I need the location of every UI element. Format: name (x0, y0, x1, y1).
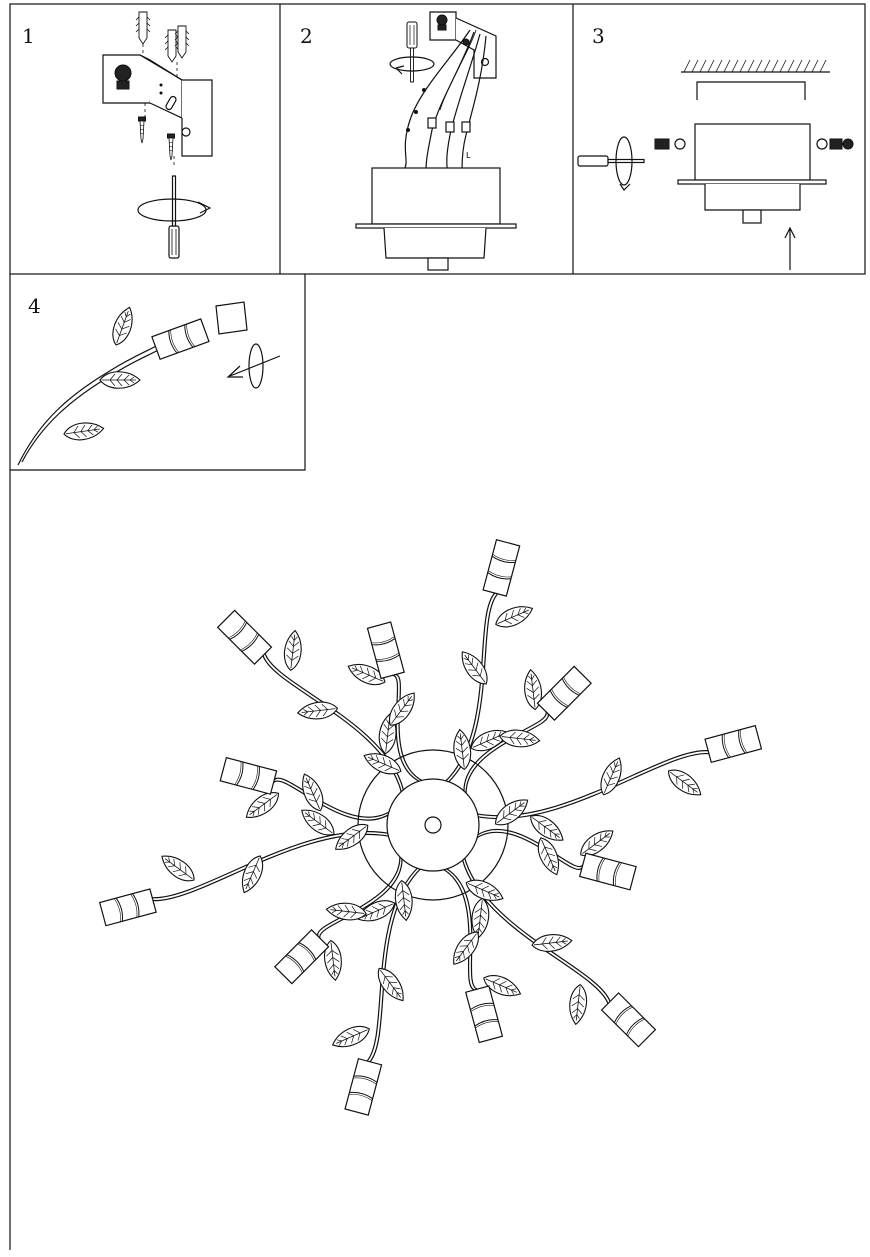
glass-shade-icon (536, 665, 592, 721)
glass-shade-icon (601, 992, 657, 1048)
finial-icon (424, 816, 442, 834)
panel-grid (9, 3, 866, 1250)
glass-shade-icon (465, 985, 504, 1044)
screwdriver-icon (168, 175, 180, 259)
leaf-icon (371, 962, 411, 1007)
wire-connector-icon: L (403, 29, 487, 173)
leaf-arm-icon (17, 304, 163, 466)
leaf-icon (296, 699, 339, 722)
leaf-icon (567, 983, 590, 1026)
step-number-1: 1 (22, 24, 35, 48)
screwdriver-icon (577, 136, 645, 191)
ceiling-icon (681, 59, 830, 100)
screw-icon (138, 116, 175, 161)
leaf-icon (595, 754, 628, 799)
step-number-2: 2 (300, 24, 313, 48)
canopy-icon (355, 167, 517, 271)
leaf-icon (328, 1020, 374, 1054)
step4-illustration (17, 301, 281, 466)
step1-illustration (102, 11, 213, 259)
mounting-bracket-icon (102, 54, 213, 157)
wire-label: L (466, 151, 471, 160)
leaf-icon (156, 849, 200, 888)
glass-shade-icon (99, 888, 157, 927)
rotate-arrow-icon (137, 198, 212, 222)
wall-anchor-icon (135, 11, 190, 63)
leaf-icon (236, 852, 269, 897)
glass-shade-icon (482, 539, 521, 597)
rotate-arrow-icon (226, 343, 281, 389)
glass-shade-icon (151, 301, 248, 360)
glass-shade-icon (579, 852, 637, 891)
leaf-icon (455, 646, 494, 690)
step-number-4: 4 (28, 294, 41, 318)
glass-shade-icon (704, 725, 763, 763)
step-number-3: 3 (592, 24, 605, 48)
mounting-bracket-icon (429, 11, 497, 79)
leaf-icon (491, 600, 537, 633)
glass-shade-icon (344, 1058, 383, 1116)
leaf-icon (530, 931, 574, 954)
up-arrow-icon (784, 226, 796, 270)
step2-illustration: L (355, 11, 517, 271)
leaf-icon (281, 629, 304, 672)
glass-shade-icon (274, 929, 330, 985)
glass-shade-icon (217, 609, 273, 665)
glass-shade-icon (219, 757, 278, 795)
screwdriver-icon (389, 21, 435, 83)
chandelier-top-view-icon (99, 539, 763, 1116)
canopy-icon (677, 123, 827, 224)
step3-illustration (577, 59, 854, 270)
leaf-icon (663, 763, 707, 802)
nut-icon (654, 138, 854, 150)
